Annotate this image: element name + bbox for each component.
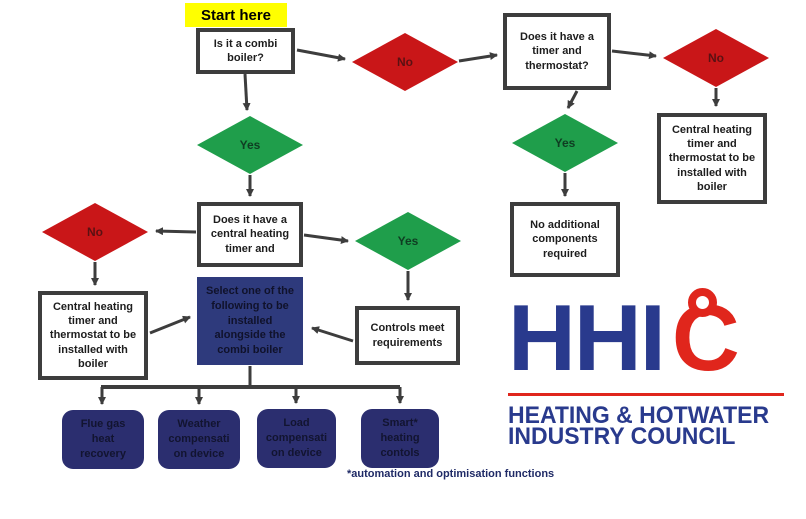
footnote-text: *automation and optimisation functions xyxy=(347,468,555,480)
option-smart-controls: Smart* heating contols xyxy=(361,409,439,468)
node-no-additional: No additional components required xyxy=(510,202,620,277)
logo-divider xyxy=(508,393,784,396)
node-select-one: Select one of the following to be instal… xyxy=(197,277,303,365)
logo-wordmark: HHIC xyxy=(508,288,800,386)
node-central-install-left: Central heating timer and thermostat to … xyxy=(38,291,148,380)
logo-hhi-text: HHI xyxy=(508,285,666,390)
node-timer-thermostat-question: Does it have a timer and thermostat? xyxy=(503,13,611,90)
option-weather-compensation: Weather compensati on device xyxy=(158,410,240,469)
option-flue-gas: Flue gas heat recovery xyxy=(62,410,144,469)
node-combi-question: Is it a combi boiler? xyxy=(196,28,295,74)
node-central-timer-question: Does it have a central heating timer and xyxy=(197,202,303,267)
node-controls-meet: Controls meet requirements xyxy=(355,306,460,365)
node-central-install-right: Central heating timer and thermostat to … xyxy=(657,113,767,204)
logo-heating-hotwater: HEATING & HOTWATER xyxy=(508,400,770,429)
logo-industry-council: INDUSTRY COUNCIL xyxy=(508,421,736,450)
degree-ring-icon xyxy=(688,288,717,317)
option-load-compensation: Load compensati on device xyxy=(257,409,336,468)
start-here-label: Start here xyxy=(185,3,287,27)
hhic-logo: HHIC HEATING & HOTWATER INDUSTRY COUNCIL xyxy=(508,288,800,450)
